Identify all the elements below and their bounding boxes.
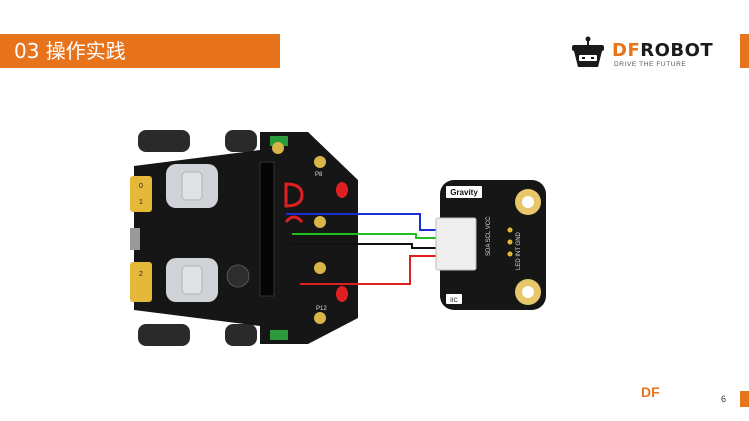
wheel <box>138 130 190 152</box>
wheel <box>138 324 190 346</box>
sensor-pins2: LED INT GND <box>516 231 522 270</box>
brand-tagline: DRIVE THE FUTURE <box>614 61 687 68</box>
robot-logo-icon <box>572 36 604 67</box>
board-label: P8 <box>315 172 323 178</box>
header-accent <box>740 34 749 68</box>
page-number: 6 <box>721 394 727 404</box>
red-led <box>336 182 348 198</box>
sensor-bus: IIC <box>450 298 458 304</box>
power-switch <box>130 228 140 250</box>
buzzer <box>226 264 250 288</box>
gravity-sensor <box>440 180 546 310</box>
pin-pad <box>130 262 152 302</box>
dfrobot-logo: DFROBOT DRIVE THE FUTURE <box>562 34 732 74</box>
sensor-pins: SDA SCL VCC <box>486 216 492 256</box>
header <box>270 136 288 146</box>
wire-red <box>300 255 438 285</box>
brand-name: DFROBOT <box>612 40 714 61</box>
footer-accent <box>740 391 749 407</box>
wire-blue <box>286 213 438 231</box>
sensor-label: Gravity <box>450 188 478 197</box>
sensor-connector <box>435 217 477 271</box>
red-led <box>336 286 348 302</box>
pin-label: 1 <box>139 199 143 206</box>
header <box>270 330 288 340</box>
page-title: 03 操作实践 <box>14 39 126 63</box>
pin-label: 0 <box>139 183 143 190</box>
pin-pad <box>130 176 152 212</box>
wiring-diagram: 0 1 2 P8 P12 Gravity SDA SCL VCC LED INT… <box>130 130 546 346</box>
section-title-bar: 03 操作实践 <box>0 34 280 68</box>
wire-green <box>292 233 438 239</box>
wire-black <box>292 243 438 249</box>
microbit-slot <box>259 161 275 297</box>
pin-label: 2 <box>139 271 143 278</box>
wheel <box>225 324 257 346</box>
footer-brand: DF <box>641 384 660 400</box>
board-label: P12 <box>316 306 327 312</box>
wheel <box>225 130 257 152</box>
